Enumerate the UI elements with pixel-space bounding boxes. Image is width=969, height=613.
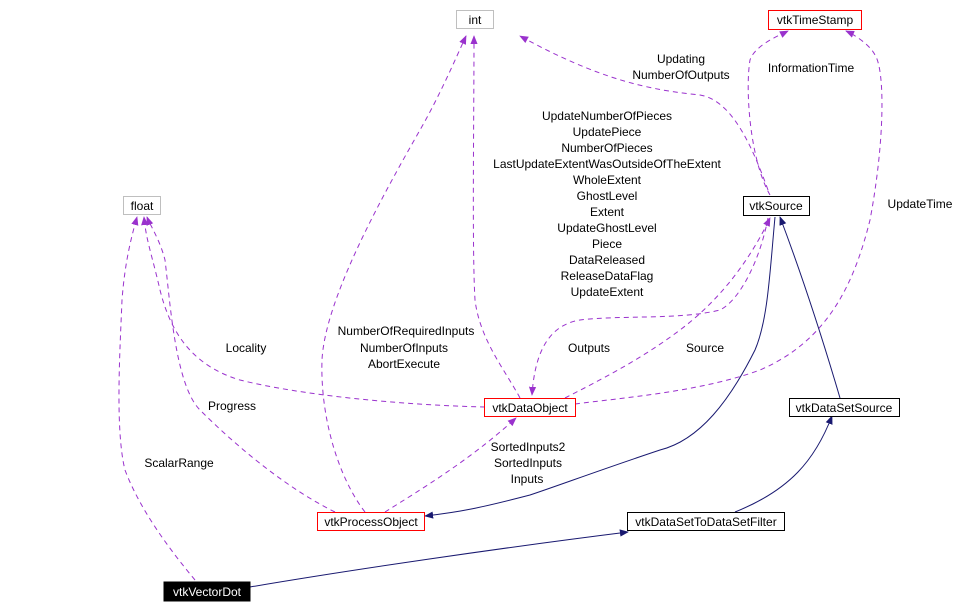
label-updatetime: UpdateTime [888,197,953,211]
edge-datasetsource-inherits-source [779,216,841,399]
label-outputs: Outputs [568,341,610,355]
node-float[interactable]: float [123,196,161,215]
node-vtkprocessobject[interactable]: vtkProcessObject [317,512,425,531]
edge-dataobject-to-source [564,217,771,399]
node-int[interactable]: int [456,10,494,29]
label-updating: Updating [657,52,705,66]
label-numberofrequiredinputs: NumberOfRequiredInputs [338,324,475,338]
label-locality: Locality [226,341,267,355]
edge-dataobject-to-int [470,35,521,399]
edge-vectordot-to-float-scalarrange [118,216,196,581]
edge-dataobject-to-timestamp-updatetime [574,30,883,405]
edge-source-to-timestamp-informationtime [747,30,789,196]
label-numberofinputs: NumberOfInputs [360,341,448,355]
svg-text:vtkProcessObject: vtkProcessObject [324,515,418,529]
svg-text:vtkVectorDot: vtkVectorDot [173,585,242,599]
label-sortedinputs: SortedInputs [494,456,562,470]
edge-vectordot-inherits-filter [249,529,629,588]
node-vtksource[interactable]: vtkSource [743,196,810,216]
edge-filter-inherits-datasetsource [734,415,833,513]
svg-text:vtkDataSetSource: vtkDataSetSource [796,401,893,415]
label-group-dataobject-int: UpdateNumberOfPieces UpdatePiece NumberO… [493,109,721,299]
svg-text:vtkDataSetToDataSetFilter: vtkDataSetToDataSetFilter [635,515,776,529]
svg-text:GhostLevel: GhostLevel [577,189,638,203]
edge-processobject-to-int [321,35,467,513]
edge-source-inherits-processobject [424,216,776,519]
svg-text:float: float [131,199,154,213]
label-informationtime: InformationTime [768,61,855,75]
node-vtkvectordot[interactable]: vtkVectorDot [163,581,251,602]
label-abortexecute: AbortExecute [368,357,440,371]
label-scalarrange: ScalarRange [144,456,214,470]
edge-source-to-dataobject-outputs [528,217,769,396]
label-progress: Progress [208,399,256,413]
svg-text:LastUpdateExtentWasOutsideOfTh: LastUpdateExtentWasOutsideOfTheExtent [493,157,721,171]
node-vtktimestamp[interactable]: vtkTimeStamp [768,10,862,30]
label-inputs: Inputs [511,472,544,486]
svg-text:vtkSource: vtkSource [749,199,803,213]
node-vtkdatasettodatasetfilter[interactable]: vtkDataSetToDataSetFilter [627,512,785,531]
svg-text:UpdateGhostLevel: UpdateGhostLevel [557,221,656,235]
svg-text:DataReleased: DataReleased [569,253,645,267]
label-source: Source [686,341,724,355]
svg-text:vtkDataObject: vtkDataObject [492,401,568,415]
edge-processobject-to-float-progress [146,216,336,513]
svg-text:WholeExtent: WholeExtent [573,173,642,187]
label-numberofoutputs: NumberOfOutputs [632,68,729,82]
node-vtkdatasetsource[interactable]: vtkDataSetSource [789,398,900,417]
svg-text:Piece: Piece [592,237,622,251]
edge-source-to-int [519,35,769,191]
edge-processobject-to-dataobject-inputs [384,417,517,513]
svg-text:vtkTimeStamp: vtkTimeStamp [777,13,854,27]
svg-text:UpdateExtent: UpdateExtent [571,285,644,299]
svg-text:int: int [469,13,482,27]
svg-text:Extent: Extent [590,205,625,219]
svg-text:ReleaseDataFlag: ReleaseDataFlag [561,269,654,283]
label-sortedinputs2: SortedInputs2 [491,440,566,454]
svg-text:UpdatePiece: UpdatePiece [573,125,642,139]
svg-text:NumberOfPieces: NumberOfPieces [561,141,652,155]
edge-dataobject-to-float-locality [141,216,486,408]
node-vtkdataobject[interactable]: vtkDataObject [484,398,576,417]
svg-text:UpdateNumberOfPieces: UpdateNumberOfPieces [542,109,672,123]
